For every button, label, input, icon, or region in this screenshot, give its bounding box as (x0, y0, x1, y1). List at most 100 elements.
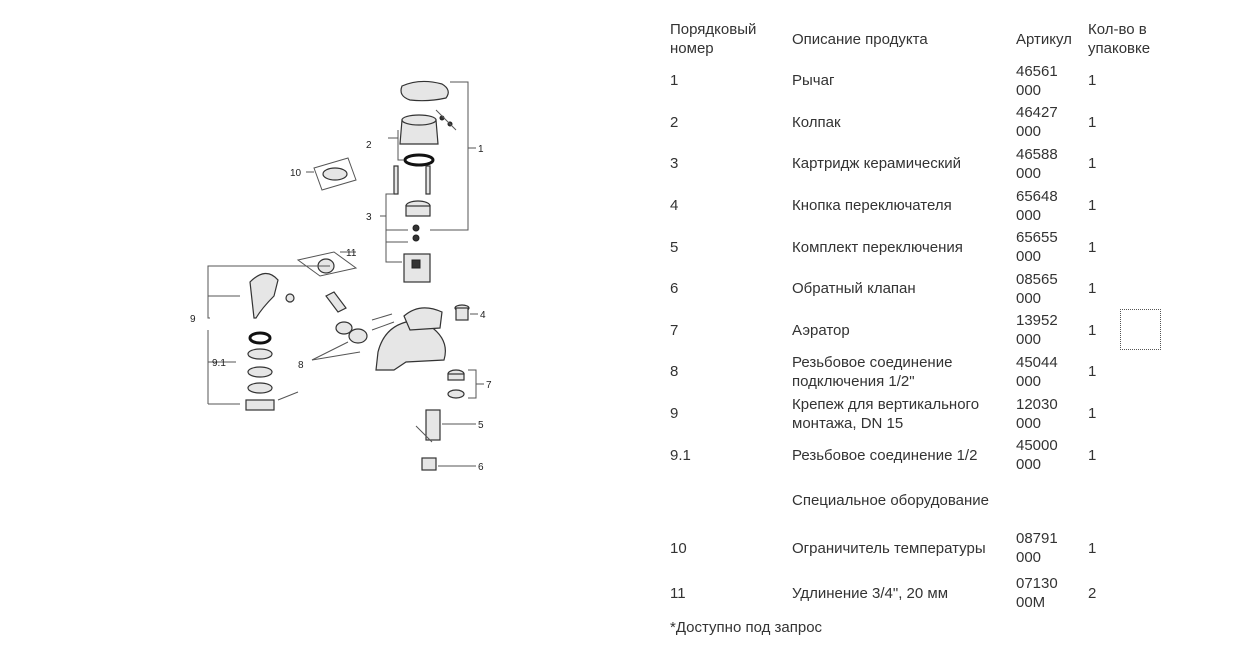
article-line: 000 (1016, 456, 1042, 474)
callout-3: 3 (366, 212, 372, 223)
article-line: 000 (1016, 331, 1042, 349)
article-line: 000 (1016, 123, 1042, 141)
row-number: 4 (670, 197, 679, 215)
threaded-connection-washers (245, 331, 299, 411)
temperature-limiter-part (313, 157, 357, 191)
row-number: 9 (670, 405, 679, 423)
row-description: Кнопка переключателя (792, 197, 952, 215)
row-description: Удлинение 3/4", 20 мм (792, 584, 949, 602)
callout-7: 7 (486, 380, 492, 391)
cap-part (399, 114, 439, 167)
row-quantity: 1 (1088, 405, 1097, 423)
row-quantity: 1 (1088, 539, 1097, 557)
row-description: Крепеж для вертикального монтажа, DN 15 (792, 395, 980, 432)
callout-6: 6 (478, 462, 484, 473)
exploded-view-diagram: 1 2 10 3 11 9 (190, 80, 492, 473)
row-quantity: 1 (1088, 238, 1097, 256)
row-number: 8 (670, 363, 679, 381)
special-equipment-heading: Специальное оборудование (792, 492, 990, 510)
row-description: Ограничитель температуры (792, 539, 986, 557)
row-description: Резьбовое соединение 1/2 (792, 446, 978, 464)
row-quantity: 2 (1088, 584, 1097, 602)
row-description: Картридж керамический (792, 155, 962, 173)
article-line: 13952 (1016, 312, 1058, 330)
row-number: 10 (670, 539, 687, 557)
header-quantity: Кол-во в упаковке (1088, 21, 1151, 57)
callout-4: 4 (480, 310, 486, 321)
article-line: 000 (1016, 289, 1042, 307)
ceramic-cartridge-part (393, 165, 431, 283)
article-line: 46588 (1016, 145, 1058, 163)
article-line: 000 (1016, 549, 1042, 567)
article-line: 12030 (1016, 395, 1058, 413)
article-line: 000 (1016, 414, 1042, 432)
row-quantity: 1 (1088, 113, 1097, 131)
row-quantity: 1 (1088, 321, 1097, 339)
lever-part (400, 80, 457, 131)
row-quantity: 1 (1088, 197, 1097, 215)
check-valve-part (421, 457, 437, 471)
article-line: 000 (1016, 206, 1042, 224)
article-line: 07130 (1016, 575, 1058, 593)
parts-table: Порядковый номер Описание продукта Артик… (670, 18, 1168, 616)
row-number: 3 (670, 155, 679, 173)
threaded-connection-part (335, 313, 395, 344)
row-number: 5 (670, 238, 679, 256)
callout-10: 10 (290, 168, 302, 179)
article-line: 45044 (1016, 353, 1058, 371)
article-line: 000 (1016, 164, 1042, 182)
row-number: 2 (670, 113, 679, 131)
footnote: *Доступно под запрос (670, 619, 823, 636)
vertical-mount-part (249, 272, 347, 319)
switch-button-part (454, 304, 470, 321)
row-number: 6 (670, 280, 679, 298)
row-quantity: 1 (1088, 446, 1097, 464)
article-line: 08791 (1016, 530, 1058, 548)
callout-8: 8 (298, 360, 304, 371)
callout-5: 5 (478, 420, 484, 431)
callout-2: 2 (366, 140, 372, 151)
header-number: Порядковый номер (670, 21, 757, 57)
row-number: 11 (670, 584, 686, 602)
table-row: 9 Крепеж для вертикального монтажа, DN 15… (670, 393, 1168, 435)
row-description: Колпак (792, 113, 841, 131)
row-description: Рычаг (792, 72, 835, 90)
row-number: 1 (670, 72, 679, 90)
article-line: 46561 (1016, 62, 1058, 80)
callout-9-1: 9.1 (212, 358, 226, 369)
header-article: Артикул (1016, 30, 1072, 48)
article-line: 000 (1016, 81, 1042, 99)
article-line: 000 (1016, 372, 1042, 390)
row-description: Обратный клапан (792, 280, 916, 298)
article-line: 08565 (1016, 270, 1058, 288)
header-description: Описание продукта (792, 30, 928, 48)
mixer-body (375, 307, 446, 371)
dotted-placeholder-box (1120, 309, 1161, 350)
row-description: Комплект переключения (792, 238, 963, 256)
row-quantity: 1 (1088, 280, 1097, 298)
row-quantity: 1 (1088, 155, 1097, 173)
article-line: 46427 (1016, 104, 1058, 122)
row-number: 7 (670, 321, 679, 339)
table-header-row: Порядковый номер Описание продукта Артик… (670, 18, 1168, 60)
aerator-part (447, 369, 465, 399)
article-line: 00M (1016, 594, 1046, 612)
